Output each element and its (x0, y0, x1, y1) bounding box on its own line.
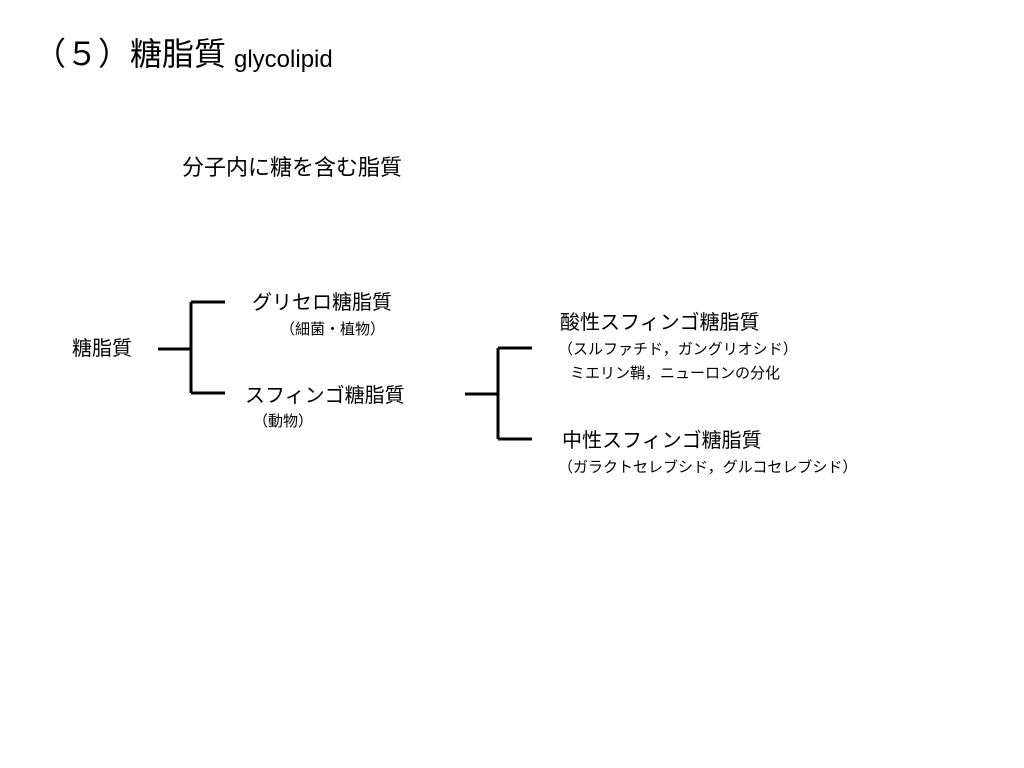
note-acidic-examples: （スルファチド，ガングリオシド） (558, 340, 798, 358)
node-neutral-sphingo-glycolipid: 中性スフィンゴ糖脂質 (562, 428, 762, 452)
definition-text: 分子内に糖を含む脂質 (182, 156, 403, 181)
slide-title-english: glycolipid (234, 46, 333, 73)
note-acidic-function: ミエリン鞘，ニューロンの分化 (570, 364, 781, 382)
note-sphingo-source: （動物） (253, 412, 314, 430)
node-acidic-sphingo-glycolipid: 酸性スフィンゴ糖脂質 (560, 310, 760, 334)
tree-root-glycolipid: 糖脂質 (72, 336, 132, 360)
node-glycero-glycolipid: グリセロ糖脂質 (252, 290, 392, 314)
note-glycero-source: （細菌・植物） (280, 320, 386, 338)
note-neutral-examples: （ガラクトセレブシド，グルコセレブシド） (558, 458, 858, 476)
slide-title: （５）糖脂質 (34, 35, 227, 73)
node-sphingo-glycolipid: スフィンゴ糖脂質 (245, 383, 405, 407)
